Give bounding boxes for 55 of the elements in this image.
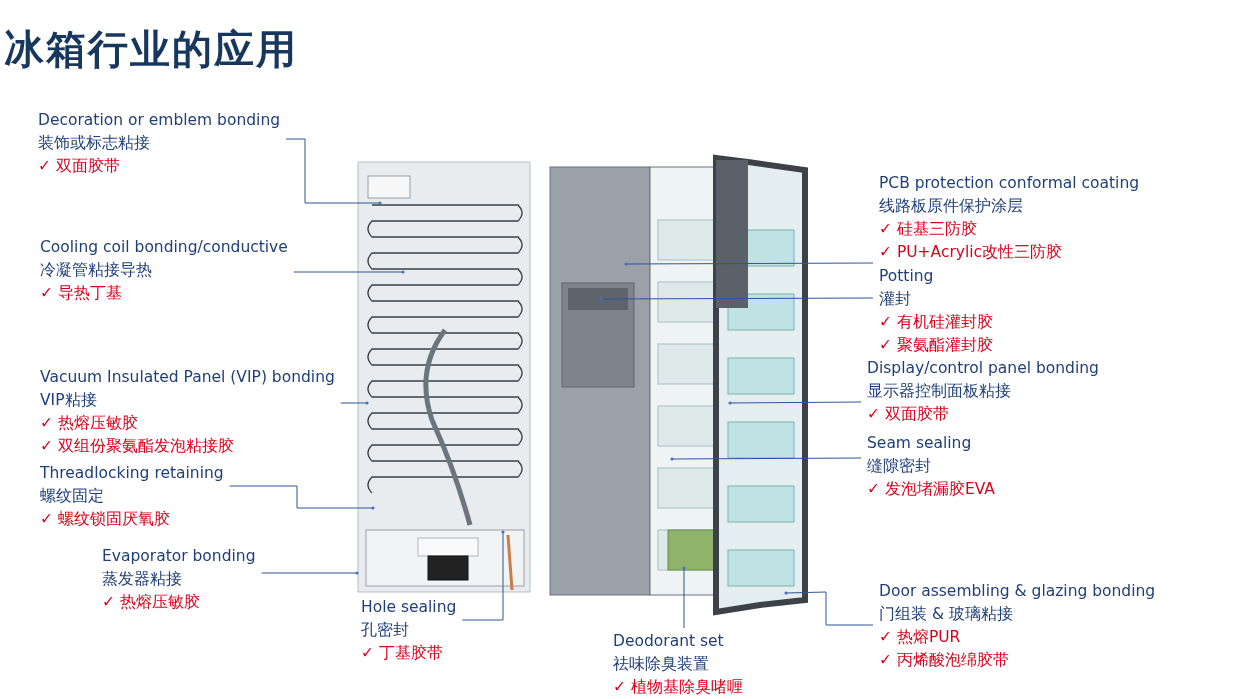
application-name: Display/control panel bonding — [867, 358, 1099, 379]
material-item: ✓ 热熔PUR — [879, 627, 961, 648]
material-item: ✓ 热熔压敏胶 — [102, 592, 200, 613]
application-name: Vacuum Insulated Panel (VIP) bonding — [40, 367, 335, 388]
application-name-chinese: VIP粘接 — [40, 390, 97, 411]
leader-line — [728, 401, 862, 405]
application-name-chinese: 缝隙密封 — [867, 456, 931, 477]
application-name-chinese: 线路板原件保护涂层 — [879, 196, 1023, 217]
refrigerator-front-drawing — [549, 154, 808, 616]
leader-line — [293, 270, 405, 274]
application-name: Deodorant set — [613, 631, 724, 652]
material-item: ✓ 丁基胶带 — [361, 643, 443, 664]
application-name: Door assembling & glazing bonding — [879, 581, 1156, 602]
application-name-chinese: 螺纹固定 — [40, 486, 104, 507]
leader-line — [285, 138, 382, 205]
application-name: Evaporator bonding — [102, 546, 256, 567]
material-item: ✓ PU+Acrylic改性三防胶 — [879, 242, 1063, 263]
application-name: Threadlocking retaining — [40, 463, 224, 484]
leader-line — [670, 457, 862, 461]
leader-line — [461, 530, 505, 621]
material-item: ✓ 硅基三防胶 — [879, 219, 977, 240]
leader-line — [340, 401, 369, 405]
application-name: Potting — [879, 266, 934, 287]
leader-line — [599, 297, 874, 301]
leader-line — [229, 485, 375, 510]
application-name: Cooling coil bonding/conductive — [40, 237, 288, 258]
material-item: ✓ 植物基除臭啫喱 — [613, 677, 743, 698]
application-name-chinese: 门组装 & 玻璃粘接 — [879, 604, 1013, 625]
leader-line — [784, 591, 874, 626]
material-item: ✓ 双面胶带 — [38, 156, 120, 177]
page-title: 冰箱行业的应用 — [4, 25, 298, 74]
application-name-chinese: 祛味除臭装置 — [613, 654, 709, 675]
material-item: ✓ 聚氨酯灌封胶 — [879, 335, 993, 356]
material-item: ✓ 丙烯酸泡绵胶带 — [879, 650, 1009, 671]
material-item: ✓ 螺纹锁固厌氧胶 — [40, 509, 170, 530]
application-name: Decoration or emblem bonding — [38, 110, 281, 131]
material-item: ✓ 双面胶带 — [867, 404, 949, 425]
application-name-chinese: 灌封 — [879, 289, 911, 310]
application-name-chinese: 冷凝管粘接导热 — [40, 260, 152, 281]
application-name: Seam sealing — [867, 433, 972, 454]
application-name: Hole sealing — [361, 597, 457, 618]
application-name-chinese: 蒸发器粘接 — [102, 569, 182, 590]
material-item: ✓ 导热丁基 — [40, 283, 122, 304]
application-name-chinese: 装饰或标志粘接 — [38, 133, 150, 154]
application-name-chinese: 孔密封 — [361, 620, 409, 641]
material-item: ✓ 发泡堵漏胶EVA — [867, 479, 995, 500]
application-name: PCB protection conformal coating — [879, 173, 1140, 194]
leader-line — [261, 571, 359, 575]
leader-line — [624, 262, 874, 266]
material-item: ✓ 热熔压敏胶 — [40, 413, 138, 434]
material-item: ✓ 有机硅灌封胶 — [879, 312, 993, 333]
material-item: ✓ 双组份聚氨酯发泡粘接胶 — [40, 436, 234, 457]
application-name-chinese: 显示器控制面板粘接 — [867, 381, 1011, 402]
leader-line — [682, 566, 686, 629]
refrigerator-back-drawing — [357, 161, 531, 593]
